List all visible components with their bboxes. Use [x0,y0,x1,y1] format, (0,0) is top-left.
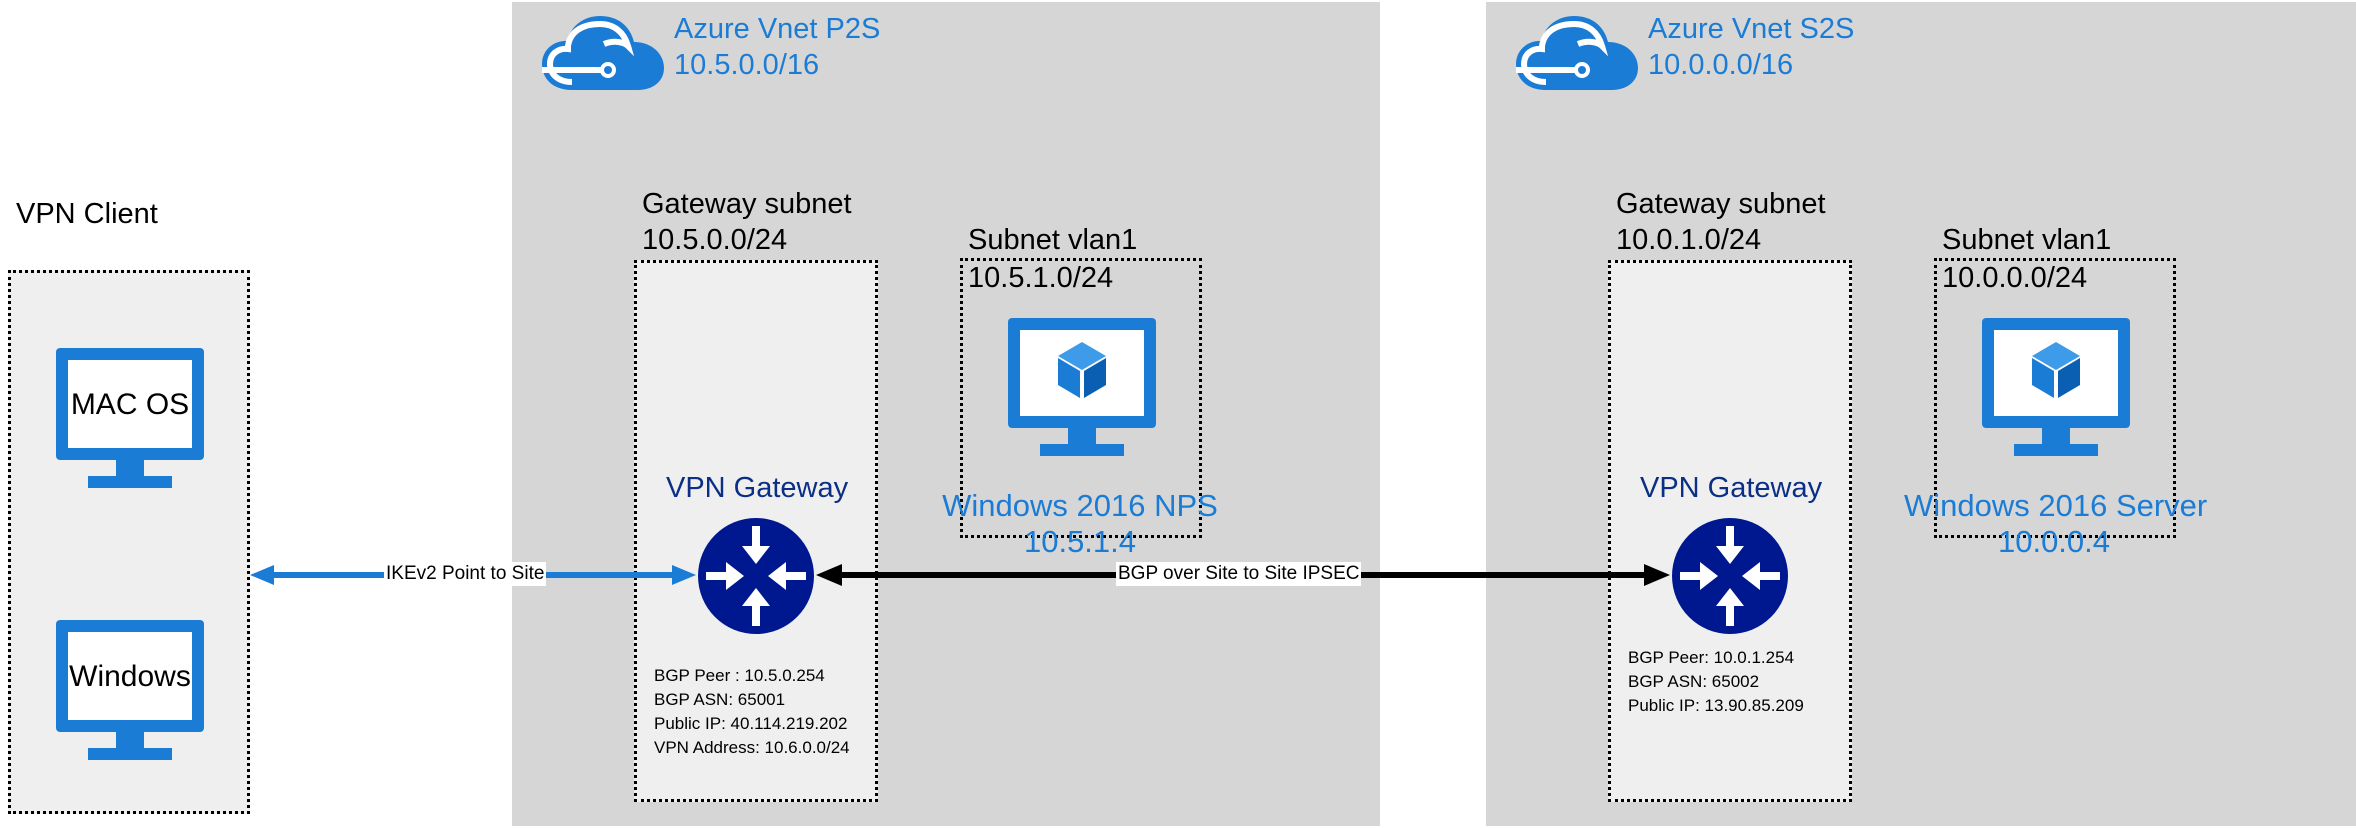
gateway-detail-vpn-address: VPN Address: 10.6.0.0/24 [654,738,850,757]
vm-ip: 10.5.1.4 [1023,524,1137,559]
monitor-icon [56,348,204,488]
gateway-subnet-title: Gateway subnet [642,188,852,220]
gateway-subnet-cidr: 10.5.0.0/24 [642,224,788,256]
virtual-machine-icon [1008,318,1156,456]
vpn-gateway-title: VPN Gateway [666,472,849,504]
vlan-subnet-title: Subnet vlan1 [968,224,1138,256]
vnet-p2s-cidr: 10.5.0.0/16 [674,49,820,81]
s2s-connection-label: BGP over Site to Site IPSEC [1116,562,1362,586]
gateway-detail-bgp-asn: BGP ASN: 65002 [1628,672,1760,691]
monitor-icon [56,620,204,760]
gateway-detail-public-ip: Public IP: 13.90.85.209 [1628,696,1804,715]
vpn-gateway-title: VPN Gateway [1640,472,1823,504]
gateway-detail-bgp-peer: BGP Peer: 10.0.1.254 [1628,648,1795,667]
gateway-detail-bgp-asn: BGP ASN: 65001 [654,690,786,709]
gateway-subnet-cidr: 10.0.1.0/24 [1616,224,1762,256]
vnet-p2s-title: Azure Vnet P2S [674,13,881,45]
vlan-subnet-title: Subnet vlan1 [1942,224,2112,256]
vnet-s2s-title: Azure Vnet S2S [1648,13,1855,45]
vlan-subnet-box [960,258,1202,538]
vlan-subnet-box [1934,258,2176,538]
router-icon [1672,518,1788,634]
virtual-machine-icon [1982,318,2130,456]
p2s-connection-label: IKEv2 Point to Site [384,562,547,586]
azure-cloud-icon [1516,16,1638,90]
azure-cloud-icon [542,16,664,90]
vm-ip: 10.0.0.4 [1997,524,2111,559]
vnet-s2s-cidr: 10.0.0.0/16 [1648,49,1794,81]
vm-name: Windows 2016 Server [1904,488,2208,523]
device-label-windows: Windows [69,660,191,693]
vlan-subnet-cidr: 10.0.0.0/24 [1942,262,2088,294]
vm-name: Windows 2016 NPS [942,488,1218,523]
device-label-mac: MAC OS [70,388,190,421]
gateway-subnet-title: Gateway subnet [1616,188,1826,220]
gateway-detail-bgp-peer: BGP Peer : 10.5.0.254 [654,666,825,685]
vlan-subnet-cidr: 10.5.1.0/24 [968,262,1114,294]
vpn-client-title: VPN Client [16,198,158,230]
gateway-detail-public-ip: Public IP: 40.114.219.202 [654,714,848,733]
router-icon [698,518,814,634]
